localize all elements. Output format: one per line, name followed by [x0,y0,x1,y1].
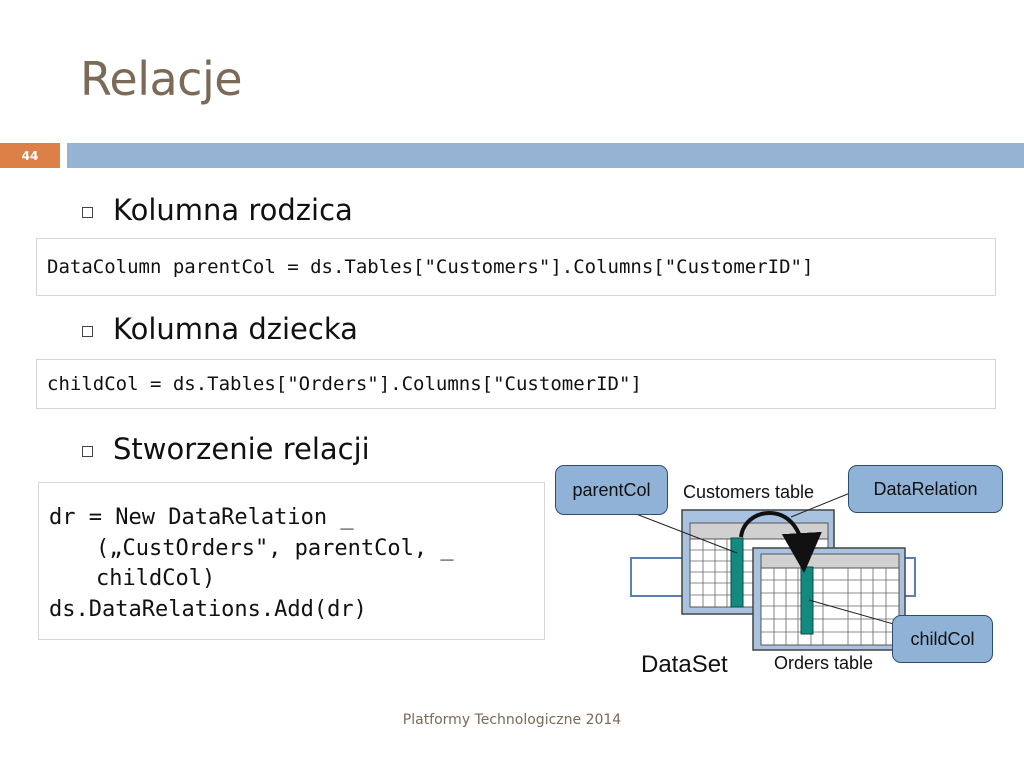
square-bullet-icon [82,325,93,337]
code-block-relation: dr = New DataRelation _ („CustOrders", p… [38,482,545,640]
header-bar [67,143,1024,168]
parent-column-highlight [730,537,744,608]
orders-table-label: Orders table [774,653,874,673]
orders-table [752,547,906,651]
code-block-parent: DataColumn parentCol = ds.Tables["Custom… [36,238,996,296]
bullet-child-column: Kolumna dziecka [82,312,358,346]
bullet-text: Stworzenie relacji [113,432,370,466]
square-bullet-icon [82,206,93,218]
bullet-parent-column: Kolumna rodzica [82,193,353,227]
bullet-text: Kolumna dziecka [113,312,358,346]
slide-title: Relacje [80,52,243,106]
bullet-text: Kolumna rodzica [113,193,353,227]
callout-parentcol: parentCol [555,465,668,515]
code-line: DataColumn parentCol = ds.Tables["Custom… [47,256,814,278]
code-block-child: childCol = ds.Tables["Orders"].Columns["… [36,359,996,409]
code-line: dr = New DataRelation _ [49,505,354,530]
code-line: ds.DataRelations.Add(dr) [49,596,367,622]
relation-arrow [739,511,822,573]
callout-datarelation: DataRelation [848,465,1003,513]
slide-footer: Platformy Technologiczne 2014 [402,712,622,728]
code-line: childCol = ds.Tables["Orders"].Columns["… [47,373,642,395]
slide-number: 44 [0,143,60,168]
code-line: childCol) [96,566,216,591]
dataset-diagram: parentCol DataRelation childCol Customer… [545,455,1024,700]
pointer-line [808,599,898,626]
customers-table-label: Customers table [683,482,815,502]
pointer-line [790,490,856,518]
bullet-create-relation: Stworzenie relacji [82,432,370,466]
dataset-illustration [599,490,916,651]
code-line: („CustOrders", parentCol, _ [96,535,454,561]
square-bullet-icon [82,445,93,457]
callout-childcol: childCol [892,615,993,663]
dataset-label: DataSet [641,651,728,678]
